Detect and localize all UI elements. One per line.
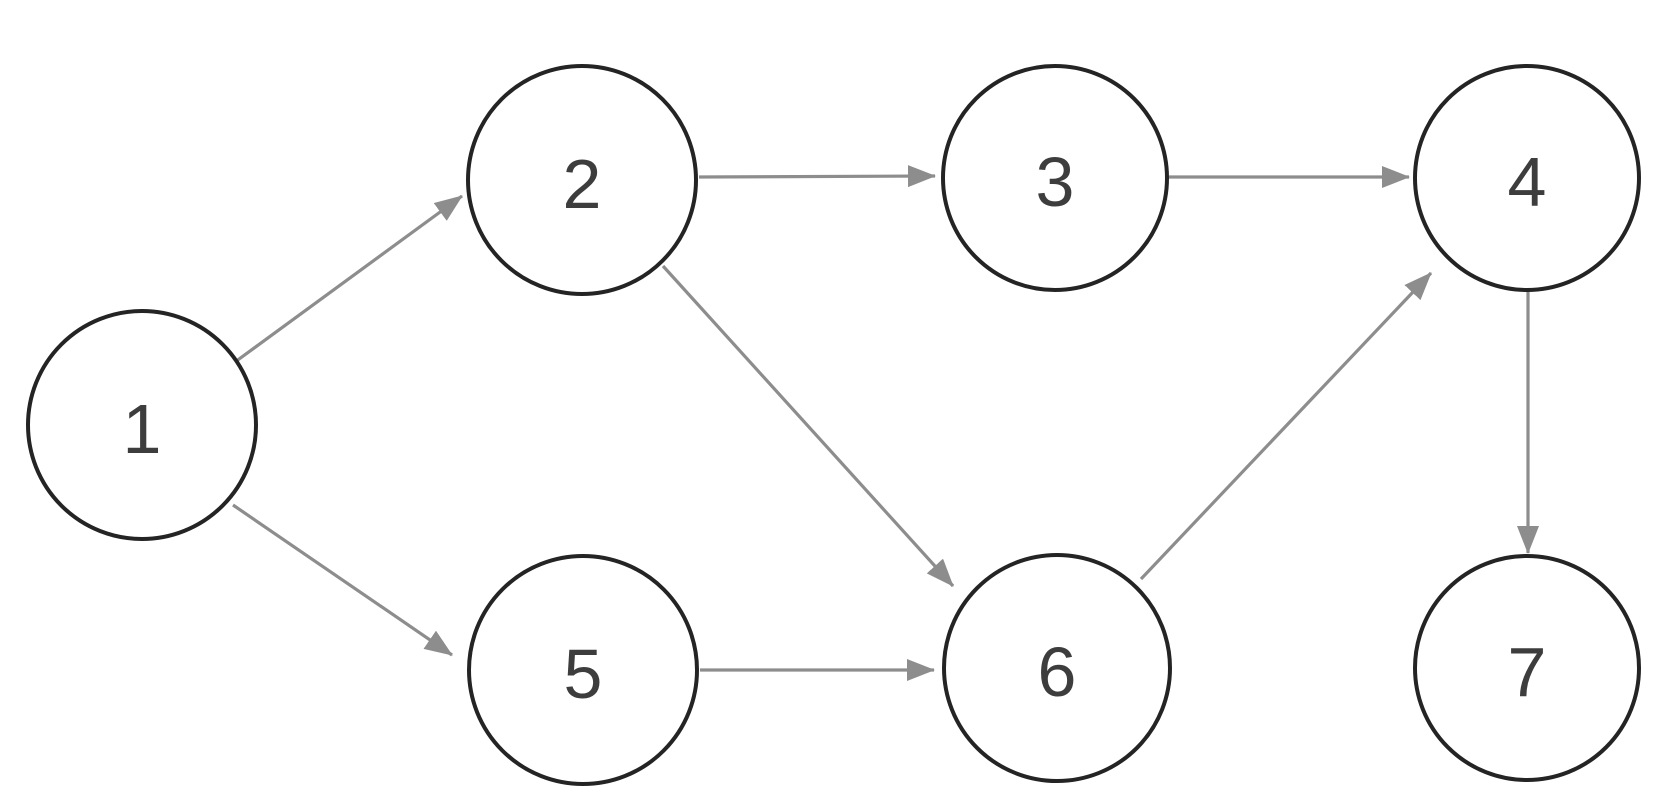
node-label-3: 3 (1036, 143, 1075, 221)
graph-node-3: 3 (941, 64, 1169, 292)
node-circle-2 (466, 64, 698, 296)
graph-node-5: 5 (467, 554, 699, 786)
edge-arrow-6-to-4 (1139, 271, 1433, 581)
edge-arrow-1-to-5 (232, 503, 453, 657)
graph-node-7: 7 (1413, 554, 1641, 782)
edge-arrow-1-to-2 (234, 194, 463, 364)
node-circle-7 (1413, 554, 1641, 782)
node-circle-3 (941, 64, 1169, 292)
node-label-7: 7 (1508, 633, 1547, 711)
node-circle-5 (467, 554, 699, 786)
node-label-2: 2 (563, 145, 602, 223)
graph-node-4: 4 (1413, 64, 1641, 292)
edge-arrow-2-to-3 (698, 165, 936, 188)
node-label-1: 1 (123, 390, 162, 468)
graph-node-1: 1 (26, 309, 258, 541)
node-label-6: 6 (1038, 633, 1077, 711)
node-label-4: 4 (1508, 143, 1547, 221)
node-label-5: 5 (564, 635, 603, 713)
node-circle-6 (942, 553, 1172, 783)
edge-arrow-2-to-6 (661, 264, 955, 588)
graph-node-2: 2 (466, 64, 698, 296)
graph-node-6: 6 (942, 553, 1172, 783)
node-circle-4 (1413, 64, 1641, 292)
node-circle-1 (26, 309, 258, 541)
